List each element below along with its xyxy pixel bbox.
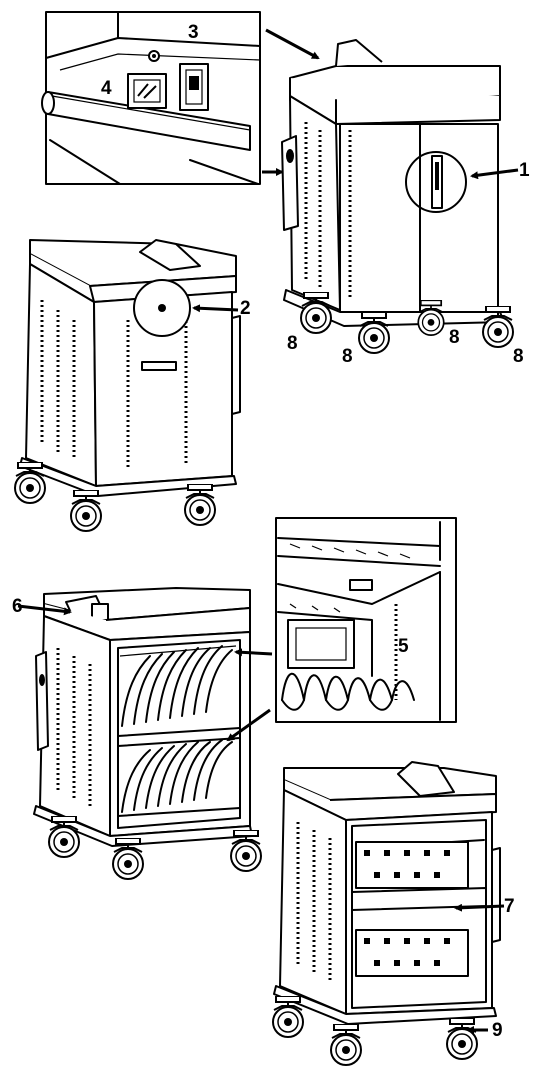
arrow-5b — [226, 708, 271, 742]
arrow-5a — [234, 648, 273, 657]
callout-8d: 8 — [513, 346, 524, 367]
cart-front-doors — [281, 39, 514, 354]
inset-top-power-panel: 4 3 — [41, 11, 261, 185]
inset-slot-detail: 5 — [275, 517, 457, 723]
arrow-7 — [454, 903, 505, 912]
callout-4: 4 — [101, 78, 112, 99]
arrow-2 — [192, 304, 239, 313]
cart-power-strips — [272, 761, 501, 1066]
cart-back-lock — [14, 239, 241, 532]
callout-8a: 8 — [287, 333, 298, 354]
power-switch-icon — [179, 63, 209, 111]
arrow-3 — [265, 28, 320, 60]
callout-8b: 8 — [342, 346, 353, 367]
arrow-6 — [17, 604, 72, 616]
arrow-1 — [470, 168, 519, 180]
callout-9: 9 — [492, 1020, 503, 1041]
callout-8c: 8 — [449, 327, 460, 348]
callout-6: 6 — [12, 596, 23, 617]
callout-3: 3 — [188, 22, 199, 43]
cart-open-shelves — [33, 587, 262, 880]
callout-1: 1 — [519, 160, 530, 181]
callout-5: 5 — [398, 636, 409, 657]
callout-7: 7 — [504, 896, 515, 917]
callout-2: 2 — [240, 298, 251, 319]
power-outlet-icon — [127, 73, 167, 109]
